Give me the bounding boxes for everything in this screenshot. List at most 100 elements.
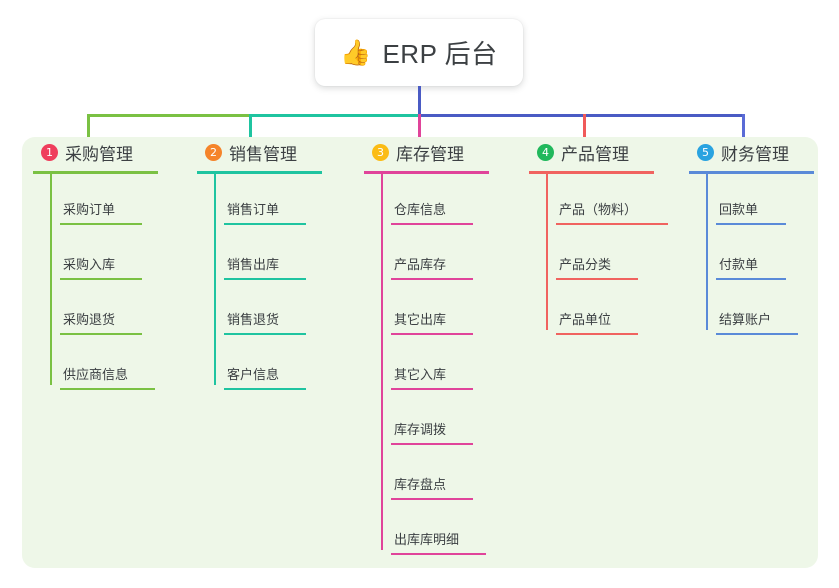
branch-header-4[interactable]: 4 产品管理 — [520, 137, 629, 167]
leaf-item-underline — [391, 388, 473, 390]
root-node-content: 👍 ERP 后台 — [340, 34, 497, 71]
leaf-item[interactable]: 销售订单 — [224, 199, 306, 225]
leaf-item[interactable]: 销售退货 — [224, 309, 306, 335]
leaf-item-label: 供应商信息 — [63, 367, 129, 382]
leaf-item[interactable]: 出库库明细 — [391, 529, 486, 555]
leaf-item-underline — [60, 223, 142, 225]
leaf-item-underline — [60, 333, 142, 335]
root-node[interactable]: 👍 ERP 后台 — [315, 19, 523, 86]
branch-title: 销售管理 — [229, 144, 297, 164]
leaf-item-label: 采购入库 — [63, 257, 116, 272]
branch-title-underline — [364, 171, 489, 174]
leaf-item-underline — [391, 498, 473, 500]
leaf-item-label: 采购退货 — [63, 312, 116, 327]
leaf-item[interactable]: 采购退货 — [60, 309, 142, 335]
leaf-item-label: 结算账户 — [719, 312, 772, 327]
leaf-item-label: 产品库存 — [394, 257, 447, 272]
leaf-item-label: 销售退货 — [227, 312, 280, 327]
leaf-item-label: 采购订单 — [63, 202, 116, 217]
branch-spine — [50, 173, 52, 385]
leaf-item-label: 其它入库 — [394, 367, 447, 382]
leaf-item[interactable]: 回款单 — [716, 199, 786, 225]
branch-header-5[interactable]: 5 财务管理 — [680, 137, 789, 167]
leaf-item-underline — [716, 333, 798, 335]
leaf-item-underline — [224, 278, 306, 280]
leaf-item[interactable]: 仓库信息 — [391, 199, 473, 225]
leaf-item[interactable]: 供应商信息 — [60, 364, 155, 390]
leaf-item[interactable]: 结算账户 — [716, 309, 798, 335]
thumbs-up-icon: 👍 — [340, 38, 372, 67]
leaf-item[interactable]: 客户信息 — [224, 364, 306, 390]
branch-title: 采购管理 — [65, 144, 133, 164]
leaf-item-underline — [556, 278, 638, 280]
branch-number-badge: 3 — [372, 143, 389, 161]
leaf-item-underline — [716, 223, 786, 225]
leaf-item[interactable]: 其它出库 — [391, 309, 473, 335]
leaf-item[interactable]: 产品单位 — [556, 309, 638, 335]
leaf-item-underline — [556, 223, 668, 225]
leaf-item-label: 产品分类 — [559, 257, 612, 272]
branch-title-underline — [529, 171, 654, 174]
branch-number-badge: 4 — [537, 143, 554, 161]
leaf-item-label: 付款单 — [719, 257, 759, 272]
branch-drop-connector-5 — [742, 114, 745, 145]
leaf-item-underline — [716, 278, 786, 280]
leaf-item-label: 库存调拨 — [394, 422, 447, 437]
connector-bar-segment-1 — [87, 114, 251, 117]
branch-title-underline — [689, 171, 814, 174]
leaf-item-label: 出库库明细 — [394, 532, 460, 547]
leaf-item[interactable]: 产品库存 — [391, 254, 473, 280]
leaf-item-underline — [224, 223, 306, 225]
branch-title-underline — [33, 171, 158, 174]
branch-drop-connector-4 — [583, 114, 586, 145]
leaf-item[interactable]: 产品分类 — [556, 254, 638, 280]
leaf-item[interactable]: 其它入库 — [391, 364, 473, 390]
leaf-item[interactable]: 采购订单 — [60, 199, 142, 225]
leaf-item-label: 销售出库 — [227, 257, 280, 272]
leaf-item[interactable]: 付款单 — [716, 254, 786, 280]
leaf-item[interactable]: 库存盘点 — [391, 474, 473, 500]
branch-drop-connector-2 — [249, 114, 252, 145]
leaf-item-label: 客户信息 — [227, 367, 280, 382]
leaf-item-label: 产品单位 — [559, 312, 612, 327]
branch-title: 产品管理 — [561, 144, 629, 164]
connector-bar-segment-2 — [250, 114, 420, 117]
branch-number-badge: 5 — [697, 143, 714, 161]
leaf-item-underline — [391, 553, 486, 555]
leaf-item[interactable]: 销售出库 — [224, 254, 306, 280]
branch-spine — [381, 173, 383, 550]
leaf-item-label: 回款单 — [719, 202, 759, 217]
root-stem-connector — [418, 86, 421, 117]
leaf-item-underline — [391, 443, 473, 445]
leaf-item[interactable]: 产品（物料） — [556, 199, 668, 225]
branch-spine — [546, 173, 548, 330]
leaf-item-underline — [391, 278, 473, 280]
leaf-item-underline — [391, 333, 473, 335]
leaf-item-underline — [224, 388, 306, 390]
leaf-item-underline — [60, 388, 155, 390]
root-node-label: ERP 后台 — [382, 39, 498, 69]
leaf-item-label: 库存盘点 — [394, 477, 447, 492]
connector-bar-segment-3 — [419, 114, 744, 117]
leaf-item[interactable]: 采购入库 — [60, 254, 142, 280]
leaf-item[interactable]: 库存调拨 — [391, 419, 473, 445]
leaf-item-label: 仓库信息 — [394, 202, 447, 217]
branch-drop-connector-3 — [418, 114, 421, 145]
branch-title: 财务管理 — [721, 144, 789, 164]
leaf-item-label: 其它出库 — [394, 312, 447, 327]
branch-drop-connector-1 — [87, 114, 90, 145]
branch-title-underline — [197, 171, 322, 174]
branch-column-5: 5 财务管理回款单付款单结算账户 — [680, 137, 814, 335]
branch-column-4: 4 产品管理产品（物料） 产品分类产品单位 — [520, 137, 668, 335]
branch-spine — [214, 173, 216, 385]
leaf-item-underline — [224, 333, 306, 335]
leaf-item-underline — [556, 333, 638, 335]
